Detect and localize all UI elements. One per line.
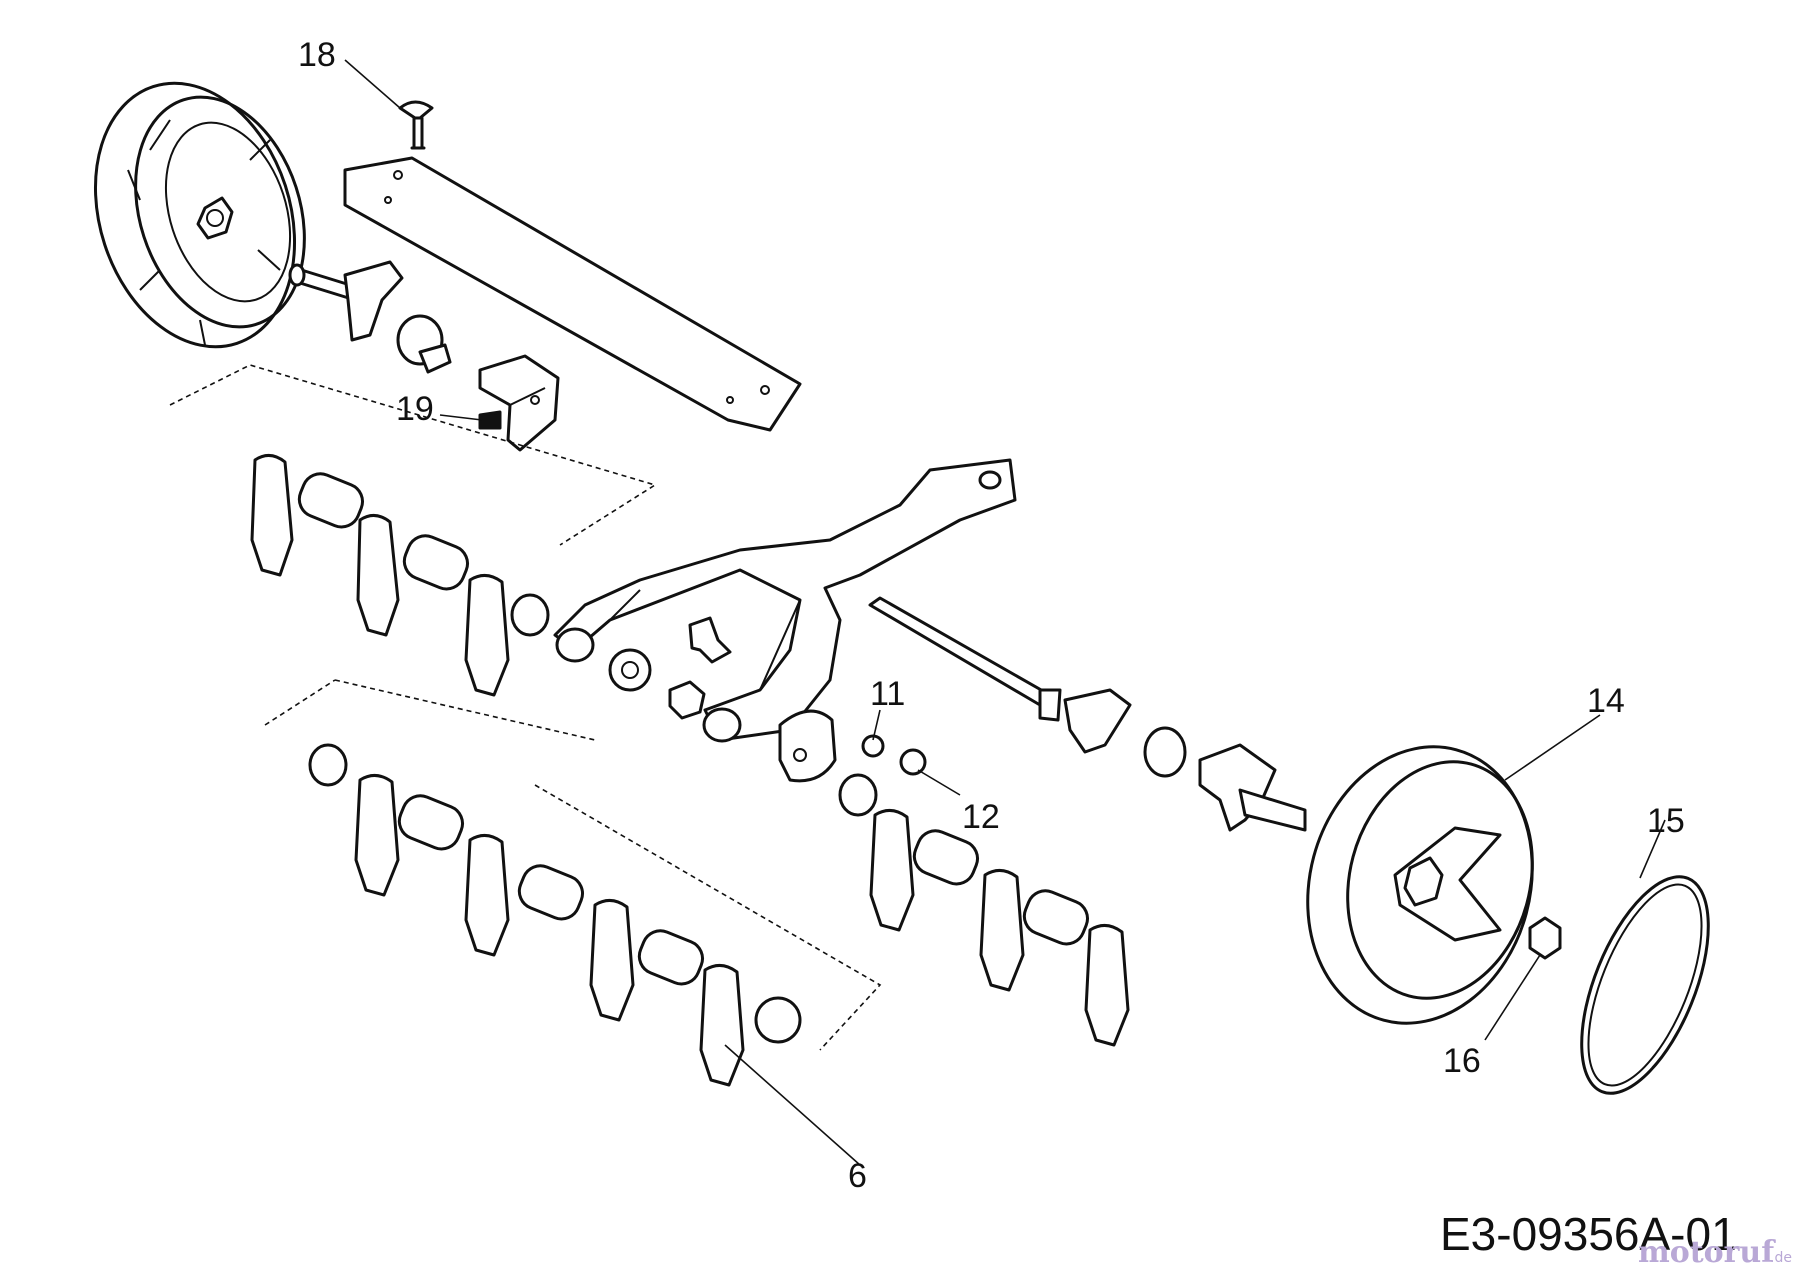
callout-19: 19 [396, 390, 434, 428]
callout-18: 18 [298, 36, 336, 74]
upper-tine-set [250, 454, 550, 697]
bracket-19 [478, 354, 560, 452]
drive-shaft [868, 596, 1187, 778]
watermark-suffix: .de [1770, 1250, 1792, 1266]
center-hardware [608, 616, 837, 783]
leader-lines [344, 59, 1666, 1166]
document-number: E3-09356A-01 [1440, 1208, 1737, 1260]
callout-15: 15 [1647, 802, 1685, 840]
callout-6: 6 [848, 1157, 867, 1195]
right-axle-assembly [1198, 743, 1307, 832]
nut-12 [899, 748, 927, 776]
callout-12: 12 [962, 798, 1000, 836]
lower-tine-set-right [838, 773, 1130, 1047]
lower-tine-set-left [308, 743, 802, 1087]
callout-14: 14 [1587, 682, 1625, 720]
callout-16: 16 [1443, 1042, 1481, 1080]
left-axle-assembly [288, 260, 452, 374]
cover-plate [343, 156, 802, 432]
upper-group-outline [169, 364, 657, 546]
carriage-bolt-18 [398, 100, 434, 150]
callout-11: 11 [870, 675, 905, 713]
nut-16 [1528, 916, 1562, 960]
left-wheel [93, 81, 306, 349]
hubcap-15 [1580, 875, 1710, 1095]
handle-frame [553, 458, 1017, 743]
right-wheel-14 [1306, 745, 1534, 1025]
watermark-brand: motoruf [1638, 1235, 1776, 1270]
washer-11 [861, 734, 885, 758]
